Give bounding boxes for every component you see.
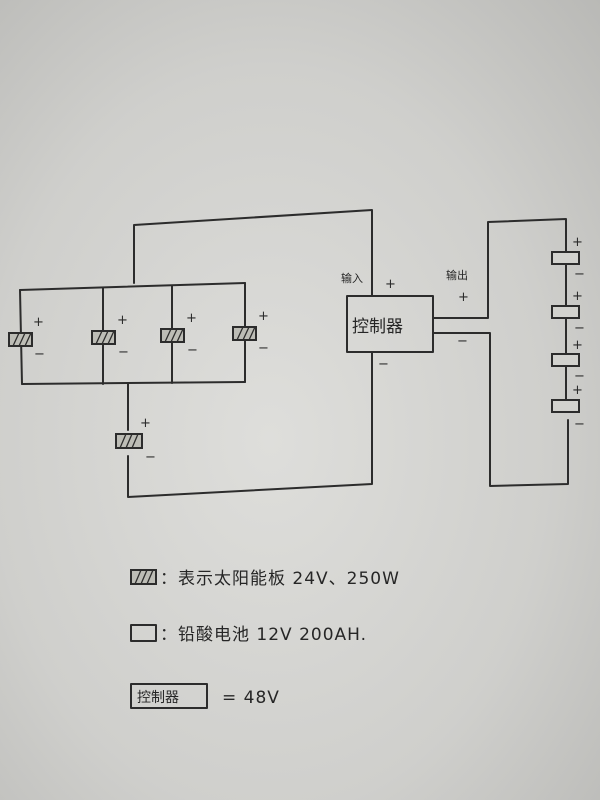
battery-1-minus-sign: − [574, 267, 585, 282]
panel-1-plus-sign: + [33, 315, 44, 330]
battery-4-minus-sign: − [574, 417, 585, 432]
batteries [551, 251, 580, 413]
wire-array-to-controller-input-plus [133, 209, 373, 297]
solar-panel-2 [91, 330, 116, 345]
wires [19, 209, 569, 498]
controller-input-label: 输入 [341, 271, 363, 285]
wire-output-minus-to-batteries [432, 332, 569, 487]
panel-4-plus-sign: + [258, 309, 269, 324]
controller-output-plus-sign: + [458, 290, 469, 305]
battery-1 [551, 251, 580, 265]
legend-controller-row: 控制器 = 48V [130, 683, 280, 709]
controller-input-minus-sign: − [378, 357, 389, 372]
battery-2-plus-sign: + [572, 289, 583, 304]
controller: 控制器 输入 + − 输出 + − [341, 268, 469, 372]
wire-array-top-bus [19, 282, 246, 291]
battery-1-plus-sign: + [572, 235, 583, 250]
solar-panel-3 [160, 328, 185, 343]
panel-5-plus-sign: + [140, 416, 151, 431]
battery-4-plus-sign: + [572, 383, 583, 398]
battery-4 [551, 399, 580, 413]
controller-label: 控制器 [352, 317, 403, 337]
battery-3-plus-sign: + [572, 338, 583, 353]
panel-2-minus-sign: − [118, 345, 129, 360]
legend-controller-symbol-label: 控制器 [137, 690, 179, 706]
legend-controller-symbol [130, 683, 208, 709]
battery-3-minus-sign: − [574, 369, 585, 384]
legend-battery-row: ：铅酸电池 12V 200AH. [130, 624, 367, 645]
panel-3-plus-sign: + [186, 311, 197, 326]
controller-input-plus-sign: + [385, 277, 396, 292]
panel-polarity-marks: + − + − + − + − + − [33, 309, 269, 465]
legend-battery-text: ：铅酸电池 12V 200AH. [160, 625, 367, 645]
wire-array-bottom-bus [21, 381, 246, 385]
battery-2 [551, 305, 580, 319]
battery-2-minus-sign: − [574, 321, 585, 336]
battery-polarity-marks: + − + − + − + − [572, 235, 585, 432]
solar-panel-4 [232, 326, 257, 341]
panel-5-minus-sign: − [145, 450, 156, 465]
legend: ：表示太阳能板 24V、250W ：铅酸电池 12V 200AH. 控制器 = … [130, 569, 400, 709]
battery-3 [551, 353, 580, 367]
panel-4-minus-sign: − [258, 341, 269, 356]
legend-panel-row: ：表示太阳能板 24V、250W [130, 569, 400, 589]
solar-panel-5-series [115, 433, 143, 449]
controller-box [346, 295, 434, 353]
legend-battery-symbol [130, 624, 157, 642]
panel-3-minus-sign: − [187, 343, 198, 358]
panel-2-plus-sign: + [117, 313, 128, 328]
panel-1-minus-sign: − [34, 347, 45, 362]
controller-output-minus-sign: − [457, 334, 468, 349]
legend-controller-text: = 48V [222, 688, 280, 708]
controller-output-label: 输出 [446, 268, 468, 282]
legend-panel-text: ：表示太阳能板 24V、250W [160, 569, 400, 589]
solar-panel-1 [8, 332, 33, 347]
wire-series-panel-bottom [127, 351, 373, 498]
wire-output-plus-to-batteries [432, 218, 567, 319]
